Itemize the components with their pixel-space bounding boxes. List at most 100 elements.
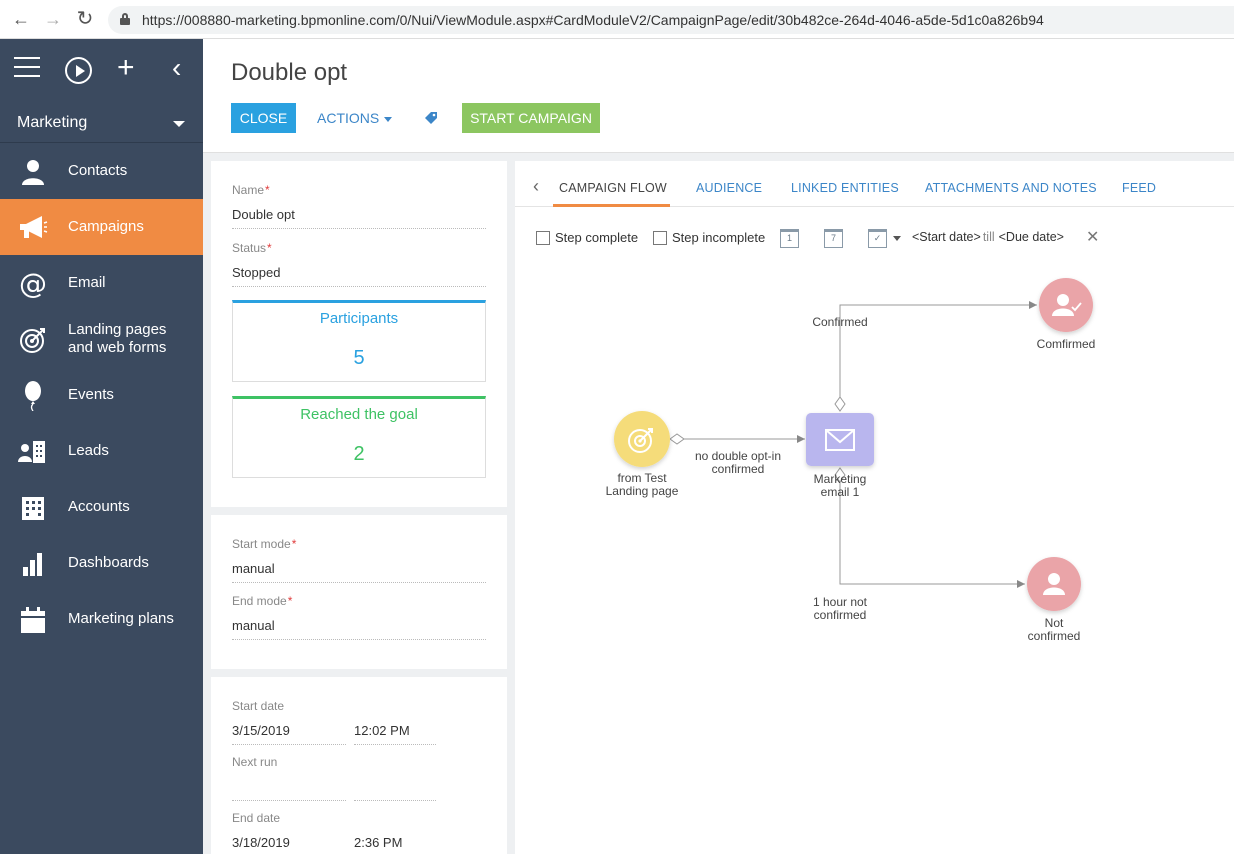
status-value[interactable]: Stopped	[232, 265, 486, 287]
end-mode-value[interactable]: manual	[232, 618, 486, 640]
building-icon	[22, 497, 44, 520]
tab-feed[interactable]: FEED	[1122, 181, 1157, 195]
calendar-week-icon[interactable]: 7	[824, 229, 843, 248]
tab-attachments-and-notes[interactable]: ATTACHMENTS AND NOTES	[925, 181, 1097, 195]
name-value[interactable]: Double opt	[232, 207, 486, 229]
tab-audience[interactable]: AUDIENCE	[696, 181, 763, 195]
name-label: Name	[232, 183, 265, 197]
section-selector[interactable]: Marketing	[0, 103, 203, 143]
end-time-value[interactable]: 2:36 PM	[354, 835, 403, 850]
due-date-placeholder: <Due date>	[998, 230, 1064, 244]
campaign-flow-panel: ‹ CAMPAIGN FLOW AUDIENCE LINKED ENTITIES…	[515, 161, 1234, 854]
not-confirmed-node[interactable]	[1027, 557, 1081, 611]
sidebar-item-leads[interactable]: Leads	[0, 423, 203, 479]
step-incomplete-checkbox[interactable]	[653, 231, 667, 245]
start-mode-field[interactable]: Start mode* manual	[232, 537, 486, 583]
at-icon: @	[19, 269, 47, 299]
section-label: Marketing	[17, 114, 88, 131]
flow-filter-bar: Step complete Step incomplete 1 7 ✓ <Sta…	[515, 223, 1234, 253]
confirmed-node-label: Comfirmed	[1036, 337, 1096, 351]
close-button[interactable]: CLOSE	[231, 103, 296, 133]
calendar-day-icon[interactable]: 1	[780, 229, 799, 248]
chevron-left-icon[interactable]: ‹	[172, 52, 182, 83]
leads-icon	[18, 441, 45, 463]
bar-chart-icon	[23, 553, 42, 576]
active-tab-indicator	[553, 204, 670, 207]
tab-bar: ‹ CAMPAIGN FLOW AUDIENCE LINKED ENTITIES…	[515, 161, 1234, 207]
start-date-label: Start date	[232, 699, 285, 713]
participants-label: Participants	[319, 310, 399, 327]
sidebar: + ‹ Marketing Contacts Campaigns @ Email…	[0, 39, 203, 854]
url-text[interactable]: https://008880-marketing.bpmonline.com/0…	[142, 12, 1044, 28]
tab-linked-entities[interactable]: LINKED ENTITIES	[791, 181, 899, 195]
schedule-panel: Start date 3/15/2019 12:02 PM Next run E…	[211, 677, 507, 854]
edge-not-confirmed[interactable]	[834, 467, 1025, 588]
svg-text:@: @	[19, 269, 47, 299]
confirmed-node[interactable]	[1039, 278, 1093, 332]
step-complete-checkbox[interactable]	[536, 231, 550, 245]
sidebar-item-label: Marketing plans	[68, 610, 174, 627]
actions-button[interactable]: ACTIONS	[317, 103, 393, 133]
sidebar-item-marketing-plans[interactable]: Marketing plans	[0, 591, 203, 647]
flow-diagram-svg	[614, 278, 1093, 611]
source-node[interactable]	[614, 411, 670, 467]
page-title: Double opt	[231, 59, 348, 86]
start-mode-value[interactable]: manual	[232, 561, 486, 583]
sidebar-item-dashboards[interactable]: Dashboards	[0, 535, 203, 591]
close-icon[interactable]: ✕	[1086, 229, 1100, 246]
campaign-info-panel: Name* Double opt Status* Stopped Partici…	[211, 161, 507, 507]
sidebar-item-email[interactable]: @ Email	[0, 255, 203, 311]
sidebar-item-campaigns[interactable]: Campaigns	[0, 199, 203, 255]
mode-panel: Start mode* manual End mode* manual	[211, 515, 507, 669]
reached-goal-label: Reached the goal	[300, 406, 418, 423]
start-mode-label: Start mode	[232, 537, 291, 551]
end-date-value[interactable]: 3/18/2019	[232, 835, 290, 850]
sidebar-item-label: Campaigns	[68, 218, 144, 235]
end-mode-field[interactable]: End mode* manual	[232, 594, 486, 640]
start-date-value[interactable]: 3/15/2019	[232, 723, 346, 745]
lock-icon	[120, 13, 130, 25]
forward-icon[interactable]: →	[44, 9, 62, 29]
sidebar-item-accounts[interactable]: Accounts	[0, 479, 203, 535]
calendar-check-icon[interactable]: ✓	[868, 229, 887, 248]
address-bar[interactable]: https://008880-marketing.bpmonline.com/0…	[108, 6, 1234, 34]
sidebar-item-label: Events	[68, 386, 114, 403]
tag-icon[interactable]	[424, 111, 438, 125]
next-run-date[interactable]	[232, 779, 346, 801]
start-time-value[interactable]: 12:02 PM	[354, 723, 436, 745]
chevron-down-icon	[173, 121, 185, 127]
next-run-label: Next run	[232, 755, 278, 769]
reload-icon[interactable]: ↻	[76, 8, 94, 30]
name-field[interactable]: Name* Double opt	[232, 183, 486, 229]
email-node[interactable]	[806, 413, 874, 466]
start-date-placeholder: <Start date>	[912, 230, 981, 244]
plus-icon[interactable]: +	[117, 51, 135, 84]
sidebar-item-contacts[interactable]: Contacts	[0, 143, 203, 199]
edge-confirmed[interactable]	[834, 301, 1037, 412]
date-range[interactable]: <Start date>till<Due date>	[912, 230, 1064, 244]
participants-widget[interactable]: Participants 5	[232, 300, 486, 382]
menu-icon[interactable]	[14, 57, 40, 84]
tab-campaign-flow[interactable]: CAMPAIGN FLOW	[559, 181, 667, 195]
caret-down-icon[interactable]	[893, 236, 901, 241]
reached-goal-widget[interactable]: Reached the goal 2	[232, 396, 486, 478]
end-date-label: End date	[232, 811, 281, 825]
sidebar-item-events[interactable]: Events	[0, 367, 203, 423]
back-icon[interactable]: ←	[12, 9, 30, 29]
next-run-time[interactable]	[354, 779, 436, 801]
status-label: Status	[232, 241, 267, 255]
sidebar-item-label: Email	[68, 274, 106, 291]
end-mode-label: End mode	[232, 594, 287, 608]
start-campaign-button[interactable]: START CAMPAIGN	[462, 103, 600, 133]
edge-no-optin[interactable]	[669, 433, 805, 445]
status-field[interactable]: Status* Stopped	[232, 241, 486, 287]
chevron-left-icon[interactable]: ‹	[533, 176, 539, 196]
play-icon[interactable]	[65, 57, 92, 84]
person-icon	[22, 160, 44, 185]
